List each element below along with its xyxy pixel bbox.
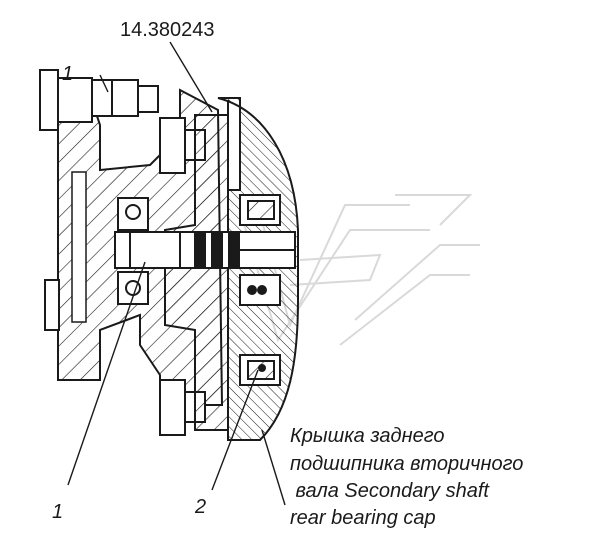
caption-line-3: вала Secondary shaft xyxy=(290,480,490,502)
secondary-shaft xyxy=(114,231,296,269)
seal-lower xyxy=(239,354,281,386)
callout-2: 2 xyxy=(194,496,206,518)
leader-lines xyxy=(67,41,286,506)
callout-1-bottom: 1 xyxy=(52,501,63,523)
caption-line-4: rear bearing cap xyxy=(290,507,436,529)
callout-1-top: 1 xyxy=(62,63,73,85)
small-bearing xyxy=(117,197,149,305)
top-bolt xyxy=(39,69,159,131)
lower-bolt-left xyxy=(44,279,60,331)
part-number-label: 14.380243 xyxy=(120,19,215,41)
caption-line-1: Крышка заднего xyxy=(290,425,445,447)
seal-upper xyxy=(239,194,281,226)
caption-line-2: подшипника вторичного xyxy=(290,453,523,475)
seal-middle xyxy=(239,274,281,306)
